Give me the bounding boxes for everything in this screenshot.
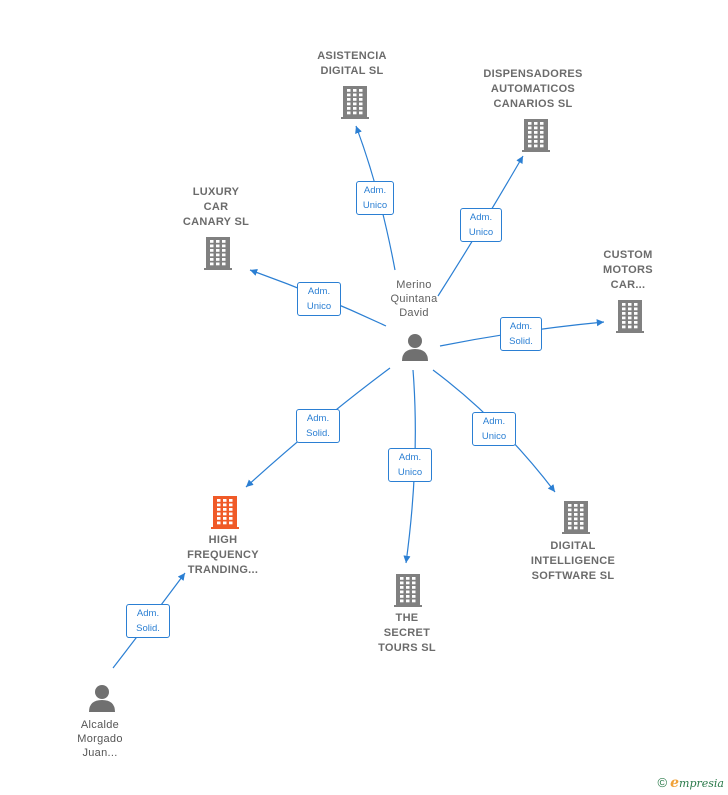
edge-label-digital: Adm. Unico: [472, 412, 516, 446]
company-label-secret[interactable]: THE SECRET TOURS SL: [378, 612, 436, 654]
edge-label-alcalde: Adm. Solid.: [126, 604, 170, 638]
building-icon-dispensadores[interactable]: [522, 119, 550, 152]
company-label-custom[interactable]: CUSTOM MOTORS CAR...: [603, 249, 653, 291]
company-label-luxury[interactable]: LUXURY CAR CANARY SL: [182, 186, 250, 228]
icons: [89, 86, 644, 712]
edge-label-asistencia: Adm. Unico: [356, 181, 394, 215]
building-icon-hft[interactable]: [211, 496, 239, 529]
building-icon-luxury[interactable]: [204, 237, 232, 270]
building-icon-digital[interactable]: [562, 501, 590, 534]
edge-label-luxury: Adm. Unico: [297, 282, 341, 316]
company-label-asistencia[interactable]: ASISTENCIA DIGITAL SL: [317, 50, 387, 77]
person-label-alcalde[interactable]: Alcalde Morgado Juan...: [77, 719, 123, 759]
person-icon-alcalde[interactable]: [89, 685, 115, 712]
person-icon-center[interactable]: [402, 334, 428, 361]
copyright-icon: ©: [657, 775, 668, 790]
company-label-digital[interactable]: DIGITAL INTELLIGENCE SOFTWARE SL: [530, 540, 616, 582]
center-person-label[interactable]: Merino Quintana David: [390, 279, 438, 319]
building-icon-custom[interactable]: [616, 300, 644, 333]
company-label-dispensadores[interactable]: DISPENSADORES AUTOMATICOS CANARIOS SL: [483, 68, 583, 110]
edge-label-dispensadores: Adm. Unico: [460, 208, 502, 242]
brand-logo: empresia: [670, 775, 724, 791]
edge-label-secret: Adm. Unico: [388, 448, 432, 482]
footer-brand: © empresia: [657, 775, 724, 791]
edge-label-hft: Adm. Solid.: [296, 409, 340, 443]
company-label-hft[interactable]: HIGH FREQUENCY TRANDING...: [187, 534, 259, 576]
building-icon-asistencia[interactable]: [341, 86, 369, 119]
edge-label-custom: Adm. Solid.: [500, 317, 542, 351]
building-icon-secret[interactable]: [394, 574, 422, 607]
